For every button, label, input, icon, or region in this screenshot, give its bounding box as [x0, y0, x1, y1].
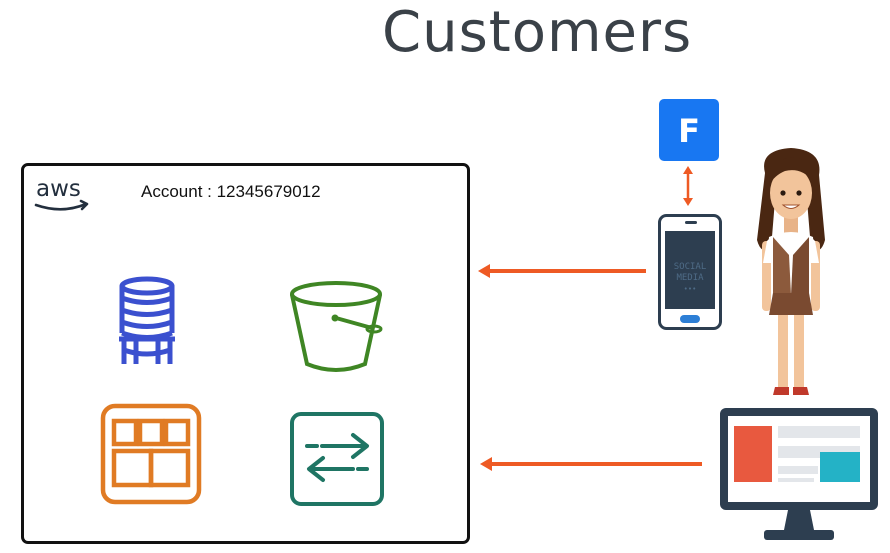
aws-account-box: aws Account : 12345679012: [21, 163, 470, 544]
smartphone-icon: SOCIAL MEDIA •••: [658, 214, 722, 330]
social-login-badge-icon: F: [659, 99, 719, 161]
page-title: Customers: [382, 0, 693, 65]
database-icon: [116, 276, 176, 368]
table-icon: [100, 403, 202, 505]
aws-logo-icon: aws: [32, 174, 96, 216]
phone-screen-line-2: MEDIA: [676, 273, 704, 283]
account-label: Account : 12345679012: [141, 182, 321, 201]
bucket-icon: [290, 278, 386, 376]
customer-avatar-icon: [745, 145, 837, 400]
transfer-icon: [289, 411, 385, 507]
monitor-to-account-arrow: [478, 455, 704, 473]
phone-screen-line-3: •••: [684, 285, 697, 293]
badge-phone-link-icon: [680, 164, 696, 208]
phone-to-account-arrow: [476, 262, 648, 280]
desktop-monitor-icon: [720, 408, 878, 542]
aws-logo-text: aws: [36, 176, 81, 202]
badge-letter: F: [678, 112, 700, 150]
phone-screen-line-1: SOCIAL: [674, 262, 707, 272]
